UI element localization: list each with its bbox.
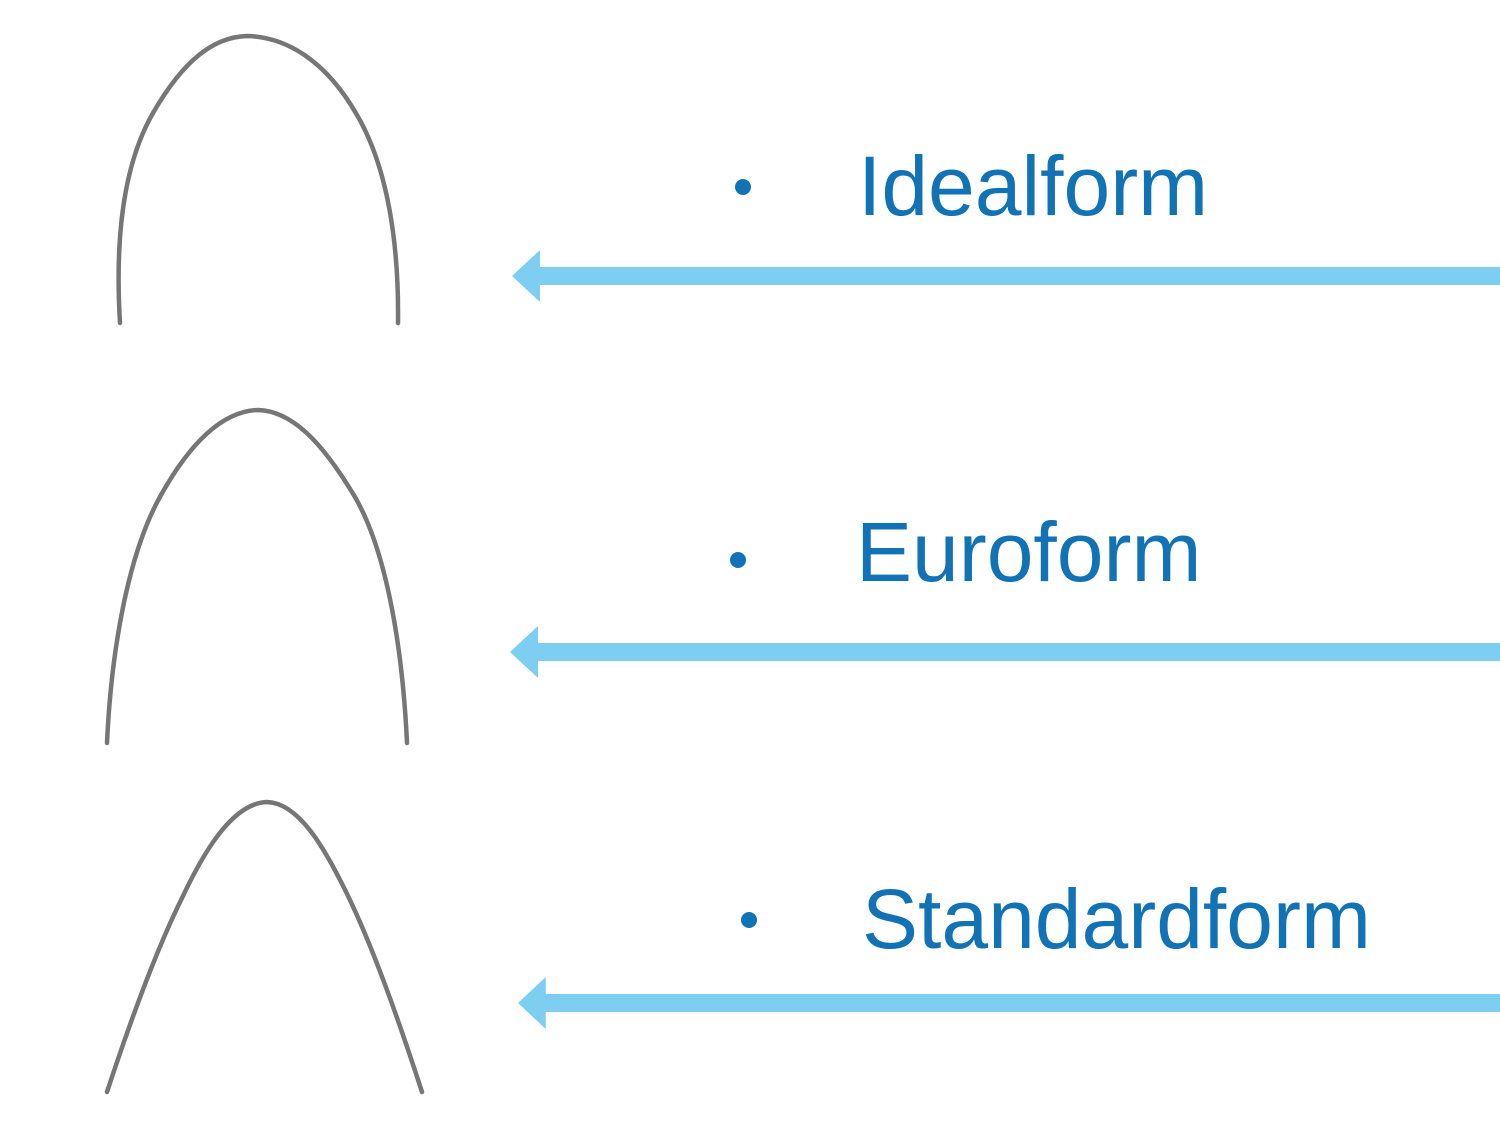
euroform-wire-path: [104, 407, 410, 746]
left-arrow-icon: [518, 977, 1500, 1029]
euroform-archwire-icon: [104, 407, 410, 746]
standardform-wire-path: [104, 799, 425, 1095]
bullet-icon: [735, 179, 751, 195]
left-arrow-icon: [510, 626, 1500, 678]
label-idealform: Idealform: [858, 139, 1209, 233]
bullet-icon: [730, 552, 746, 568]
idealform-archwire-icon: [116, 33, 401, 326]
left-arrow-shape: [518, 977, 1500, 1029]
label-standardform: Standardform: [862, 872, 1371, 966]
left-arrow-icon: [512, 250, 1500, 302]
idealform-wire-path: [116, 33, 401, 326]
standardform-archwire-icon: [104, 799, 425, 1095]
bullet-icon: [741, 912, 757, 928]
left-arrow-shape: [510, 626, 1500, 678]
label-euroform: Euroform: [856, 505, 1202, 599]
left-arrow-shape: [512, 250, 1500, 302]
